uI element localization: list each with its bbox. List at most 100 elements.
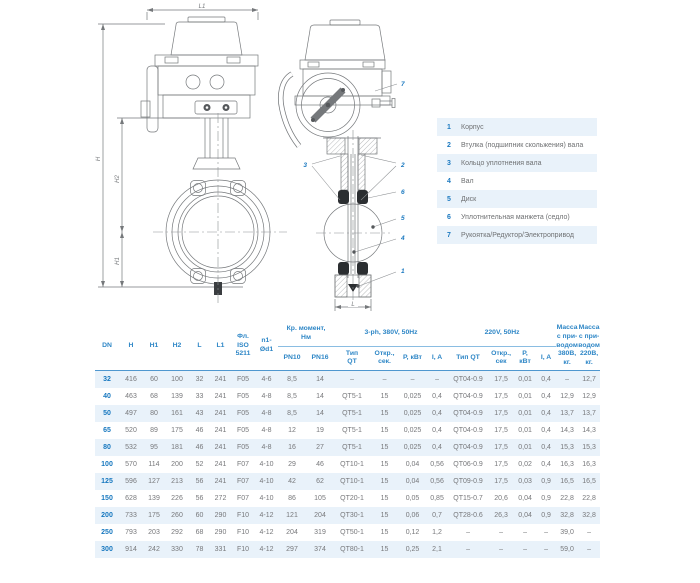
value-cell: 33 [195, 392, 204, 400]
value-cell: 39,0 [560, 528, 574, 536]
col-header-type-qt-220: Тип QT [448, 346, 489, 372]
col-header-power-380: P, кВт [399, 346, 427, 372]
value-cell: 181 [171, 443, 183, 451]
value-cell: F05 [236, 375, 250, 383]
value-cell: QT80-1 [340, 545, 364, 553]
value-cell: 520 [125, 426, 137, 434]
value-cell: F10 [236, 511, 250, 519]
callout-7: 7 [401, 81, 405, 88]
value-cell: 17,5 [494, 426, 508, 434]
value-cell: 733 [125, 511, 137, 519]
value-cell: 4-12 [259, 545, 274, 553]
value-cell: 241 [214, 460, 227, 468]
value-cell: 14 [316, 392, 324, 400]
value-cell: QT20-1 [340, 494, 364, 502]
value-cell: 0,05 [405, 494, 420, 502]
value-cell: 0,4 [541, 392, 551, 400]
legend-item-number: 6 [447, 213, 451, 221]
value-cell: 15 [380, 409, 389, 417]
value-cell: 0,04 [518, 494, 532, 502]
legend-item-label: Уплотнительная манжета (седло) [461, 213, 570, 221]
value-cell: 4-8 [261, 426, 272, 434]
value-cell: 27 [316, 443, 324, 451]
value-cell: – [565, 375, 570, 383]
value-cell: 0,01 [518, 392, 532, 400]
value-cell: 12,7 [582, 375, 596, 383]
value-cell: F07 [236, 477, 250, 485]
value-cell: 46 [316, 460, 324, 468]
value-cell: 17,5 [494, 409, 508, 417]
dn-cell: 50 [103, 409, 111, 417]
value-cell: QT09-0.9 [453, 477, 483, 485]
value-cell: 0,25 [405, 545, 420, 553]
value-cell: 0,04 [405, 477, 420, 485]
value-cell: 1,2 [432, 528, 442, 536]
value-cell: 4-10 [259, 460, 274, 468]
value-cell: 89 [150, 426, 158, 434]
value-cell: 60 [150, 375, 158, 383]
value-cell: 16,5 [582, 477, 596, 485]
value-cell: 0,4 [541, 426, 551, 434]
value-cell: 15 [380, 545, 389, 553]
value-cell: 15 [380, 443, 389, 451]
value-cell: 95 [150, 443, 158, 451]
col-header-l1: L1 [210, 322, 231, 372]
dn-cell: 100 [101, 460, 113, 468]
value-cell: 16 [288, 443, 296, 451]
legend-item: 1 Корпус [437, 118, 597, 136]
value-cell: 0,03 [518, 477, 532, 485]
col-header-flange-iso: Фл. ISO 5211 [231, 322, 255, 372]
col-header-current-220: I, A [536, 346, 557, 372]
value-cell: QT5-1 [342, 443, 362, 451]
callout-5: 5 [401, 215, 405, 222]
table-header: DN H H1 H2 L L1 Фл. ISO 5211 n1- Ød1 Кр.… [95, 322, 601, 372]
dn-cell: 300 [101, 545, 113, 553]
value-cell: 68 [195, 528, 204, 536]
value-cell: 15 [380, 528, 389, 536]
legend-item: 4 Вал [437, 172, 597, 190]
legend-item-label: Кольцо уплотнения вала [461, 159, 542, 167]
value-cell: 8,5 [287, 375, 297, 383]
value-cell: 241 [214, 477, 227, 485]
dn-cell: 150 [101, 494, 113, 502]
legend-item-label: Диск [461, 195, 477, 203]
value-cell: 242 [148, 545, 160, 553]
value-cell: – [466, 545, 470, 553]
legend-item-number: 4 [447, 177, 451, 185]
value-cell: – [523, 528, 527, 536]
value-cell: 16,3 [560, 460, 574, 468]
value-cell: 26,3 [494, 511, 508, 519]
value-cell: 200 [171, 460, 183, 468]
dim-label-h2: H2 [115, 175, 121, 183]
value-cell: 793 [125, 528, 137, 536]
value-cell: 114 [148, 460, 160, 468]
value-cell: – [499, 545, 503, 553]
value-cell: 17,5 [494, 443, 508, 451]
value-cell: 0,9 [541, 494, 551, 502]
value-cell: QT50-1 [340, 528, 364, 536]
col-header-h2: H2 [165, 322, 189, 372]
value-cell: QT04-0.9 [453, 409, 483, 417]
value-cell: 0,9 [541, 477, 551, 485]
value-cell: 4-10 [259, 477, 274, 485]
value-cell: 596 [125, 477, 137, 485]
dim-label-l1: L1 [199, 4, 206, 10]
value-cell: 78 [195, 545, 204, 553]
value-cell: 139 [171, 392, 183, 400]
callout-3: 3 [303, 162, 307, 169]
legend-item-number: 3 [447, 159, 451, 167]
value-cell: 175 [148, 511, 160, 519]
dim-label-h1: H1 [115, 257, 121, 265]
value-cell: QT28-0.6 [453, 511, 483, 519]
value-cell: F10 [236, 545, 250, 553]
dn-cell: 40 [103, 392, 111, 400]
group-header-220v: 220V, 50Hz [448, 322, 557, 347]
value-cell: – [382, 375, 387, 383]
value-cell: 0,4 [432, 409, 442, 417]
value-cell: – [544, 528, 549, 536]
value-cell: 15 [380, 460, 389, 468]
